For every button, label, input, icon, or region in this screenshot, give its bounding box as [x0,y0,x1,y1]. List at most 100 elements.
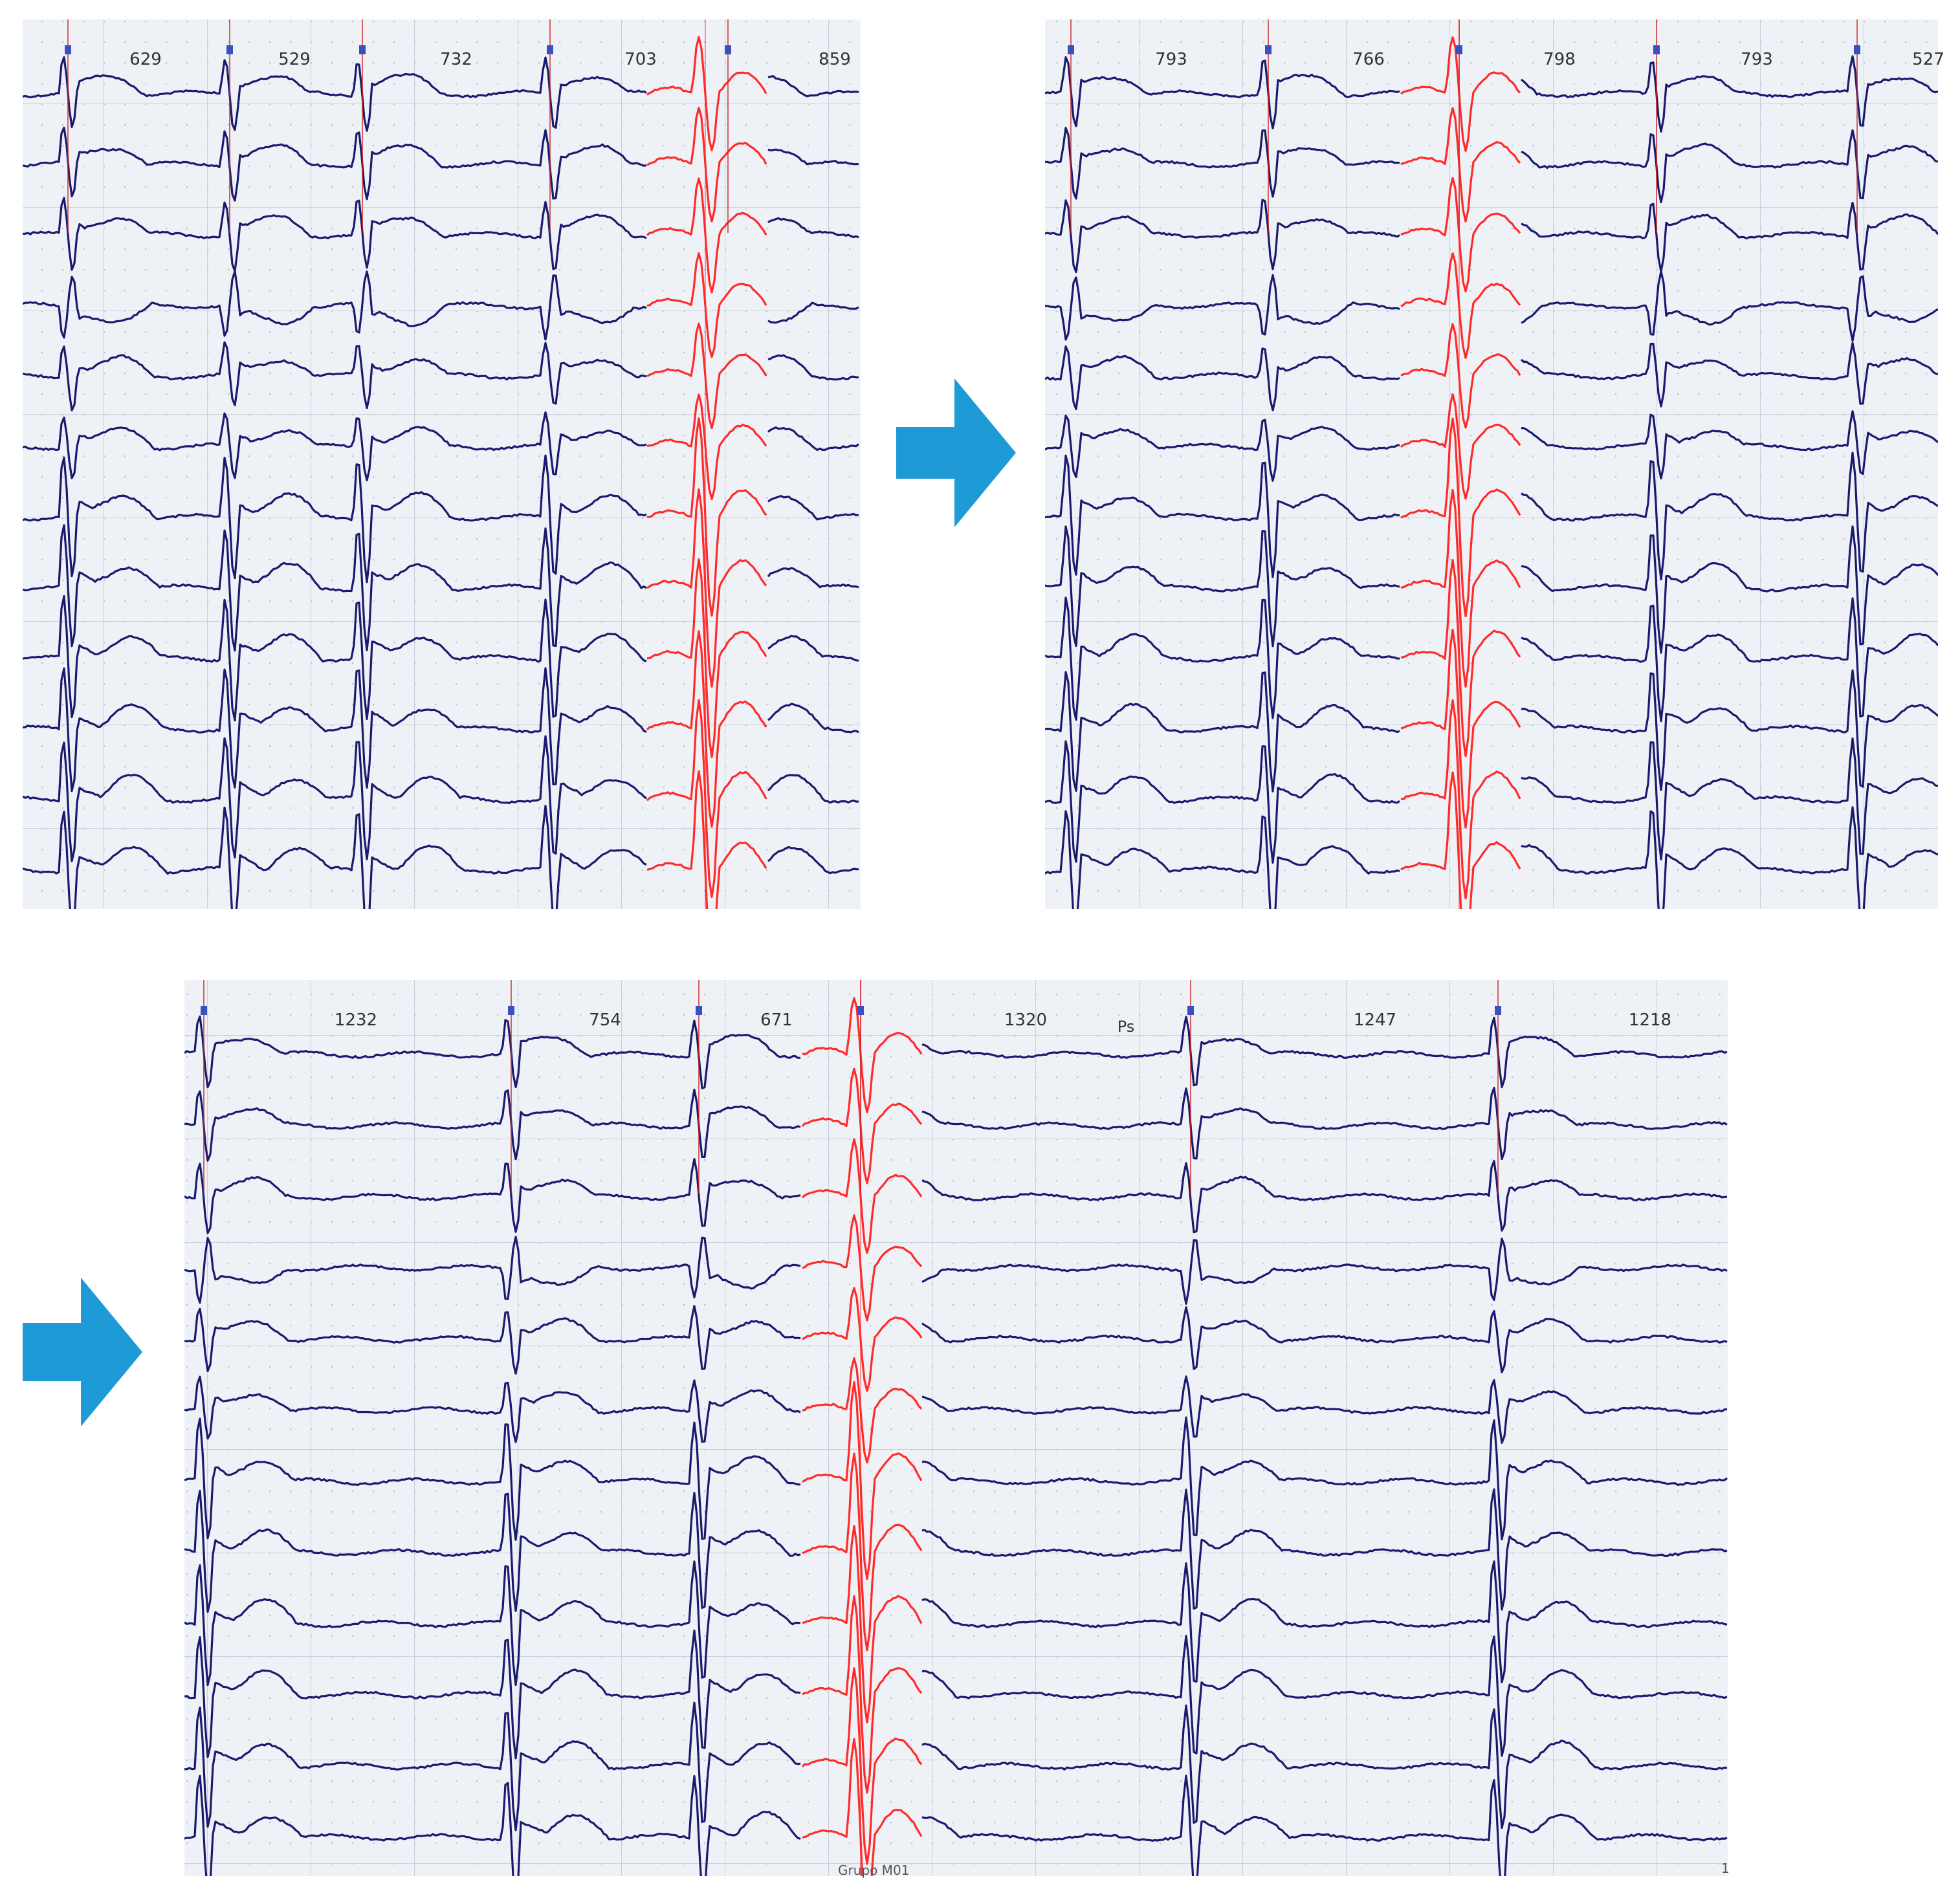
rr-interval-label: 1218 [1629,1010,1671,1030]
ectopic-beat-trace [801,1667,923,1865]
ecg-panel-top-right: 793 766 798 793 527 [1045,19,1944,909]
ecg-channel-trace [184,1305,801,1375]
ecg-channel-trace [1045,414,1400,482]
ecg-channel-trace [184,1417,801,1541]
ectopic-beat-trace [646,107,767,223]
rr-interval-label: 766 [1352,50,1385,69]
beat-marker [696,1006,702,1015]
ecg-channel-trace [184,1489,801,1613]
ectopic-beat-trace [802,1738,923,1876]
ecg-channel-trace [921,1375,1728,1444]
ecg-channel-trace [1521,806,1938,909]
beat-marker [1653,45,1660,54]
ectopic-beat-trace [802,1595,923,1794]
ecg-channel-trace [921,1416,1728,1541]
rr-interval-label: 732 [440,50,472,69]
ectopic-beat-trace [1400,488,1521,688]
beat-marker [65,45,71,54]
ecg-channel-trace [184,1560,801,1687]
ecg-channel-trace [921,1635,1728,1757]
beat-marker [1495,1006,1501,1015]
ecg-channel-trace [921,1016,1728,1089]
ectopic-beat-trace [1400,699,1521,900]
ecg-channel-trace [767,75,859,98]
beat-marker [547,45,553,54]
ecg-channel-trace [1520,342,1938,408]
ectopic-beat-trace [1400,628,1521,829]
rr-interval-label: 527 [1912,50,1944,69]
rr-interval-label: 793 [1155,50,1187,69]
rr-interval-label: 1247 [1354,1010,1396,1030]
ecg-channel-trace [1045,199,1400,274]
ecg-channel-trace [921,1086,1728,1161]
ectopic-beat-trace [1400,393,1521,500]
ecg-channel-trace [23,595,647,722]
ecg-channel-trace [1521,129,1938,204]
ectopic-beat-trace [802,1452,923,1652]
ecg-channel-trace [921,1704,1728,1829]
rr-interval-label: 798 [1543,50,1576,69]
rr-interval-label: 793 [1741,50,1773,69]
ecg-channel-trace [23,126,647,202]
ecg-channel-trace [1521,201,1938,273]
ecg-channel-trace [184,1701,801,1831]
ecg-channel-trace [1045,740,1400,864]
ectopic-beat-trace [802,1381,923,1580]
ecg-channel-trace [184,1088,801,1162]
ecg-channel-trace [1521,737,1938,860]
ectopic-beat-trace [802,1357,923,1464]
ecg-grid-lines [1045,19,1938,909]
ecg-channel-trace [767,774,859,804]
ecg-channel-trace [921,1488,1728,1611]
beat-marker [857,1006,864,1015]
rr-interval-label: 1232 [335,1010,377,1030]
ecg-channel-trace [184,1015,801,1089]
rr-interval-label: 859 [819,50,851,69]
rr-interval-label: 754 [589,1010,621,1030]
ectopic-beat-trace [1400,417,1521,618]
ectopic-beat-trace [1400,771,1521,909]
ectopic-beat-trace [1400,36,1521,152]
group-label: Grupo M01 [838,1862,909,1878]
ectopic-beat-trace [802,1525,923,1723]
ecg-channel-trace [23,411,647,481]
ecg-channel-trace [1045,274,1400,341]
ectopic-beat-trace [801,1138,923,1254]
ectopic-beat-trace [802,997,923,1113]
ecg-channel-trace [184,1375,801,1443]
ecg-channel-trace [1045,454,1400,578]
ecg-channel-trace [767,354,859,381]
page-number: 1 [1721,1861,1730,1876]
ecg-channel-trace [184,1236,801,1304]
ectopic-beat-trace [646,393,767,500]
ecg-channel-trace [1045,596,1400,721]
beat-marker [725,45,731,54]
ecg-channel-trace [767,703,859,734]
ectopic-beat-trace [802,1214,923,1322]
ecg-channel-trace [1521,525,1938,654]
ectopic-beat-trace [646,252,767,358]
ecg-channel-trace [23,270,647,341]
beat-marker [226,45,233,54]
ecg-channel-trace [1045,671,1400,792]
beat-marker [1187,1006,1194,1015]
ecg-channel-trace [767,217,859,239]
ecg-channel-trace [1045,345,1400,411]
ecg-channel-trace [767,148,859,166]
ecg-channel-trace [767,301,859,324]
ectopic-beat-trace [1400,107,1521,223]
ecg-channel-trace [1521,669,1938,791]
ectopic-beat-trace [1400,559,1521,758]
ectopic-beat-trace [1400,323,1521,429]
rr-interval-label: 1320 [1004,1010,1047,1030]
ecg-channel-trace [1521,55,1938,133]
ecg-channel-trace [767,635,859,662]
ectopic-beat-trace [646,177,767,294]
ecg-channel-trace [1521,410,1938,480]
ecg-channel-trace [184,1158,801,1234]
rr-interval-label: 629 [129,50,162,69]
ecg-channel-trace [1521,452,1938,581]
ecg-channel-trace [23,197,647,272]
ectopic-beat-trace [646,36,767,151]
